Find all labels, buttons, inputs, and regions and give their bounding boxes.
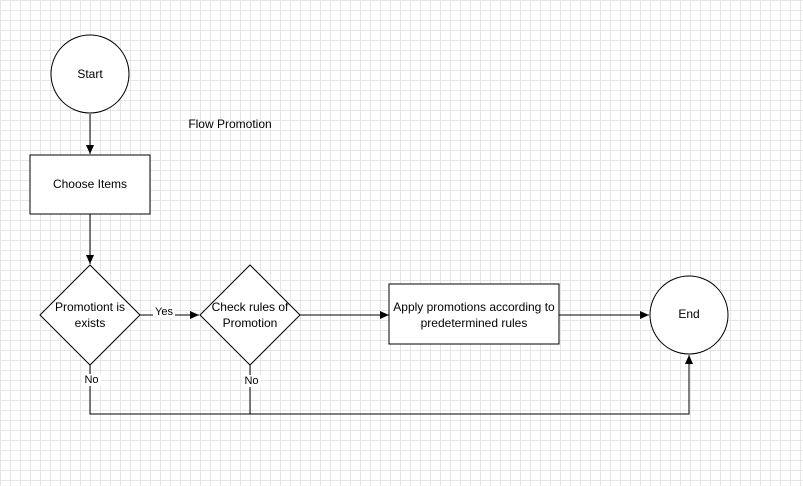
apply-promotions-node-label: Apply promotions according to predetermi…: [393, 300, 555, 330]
start-node[interactable]: [50, 34, 130, 114]
apply-promotions-node[interactable]: [388, 283, 560, 345]
end-node-label: End: [678, 307, 700, 321]
choose-items-node[interactable]: [29, 154, 151, 215]
start-node-label: Start: [77, 67, 103, 81]
choose-items-node-label: Choose Items: [52, 177, 128, 191]
diagram-title: Flow Promotion: [188, 117, 272, 131]
check-rules-no-edge-label: No: [242, 375, 261, 387]
check-rules-decision[interactable]: [199, 264, 301, 366]
edge-promotion-exists-no-to-end: [89, 355, 693, 415]
promotion-exists-decision-label: Promotiont is exists: [54, 300, 126, 330]
promotion-exists-no-edge-label: No: [82, 374, 101, 386]
check-rules-decision-label: Check rules of Promotion: [211, 300, 289, 330]
end-node[interactable]: [649, 275, 729, 355]
yes-edge-label: Yes: [153, 306, 175, 318]
promotion-exists-decision[interactable]: [39, 264, 141, 366]
